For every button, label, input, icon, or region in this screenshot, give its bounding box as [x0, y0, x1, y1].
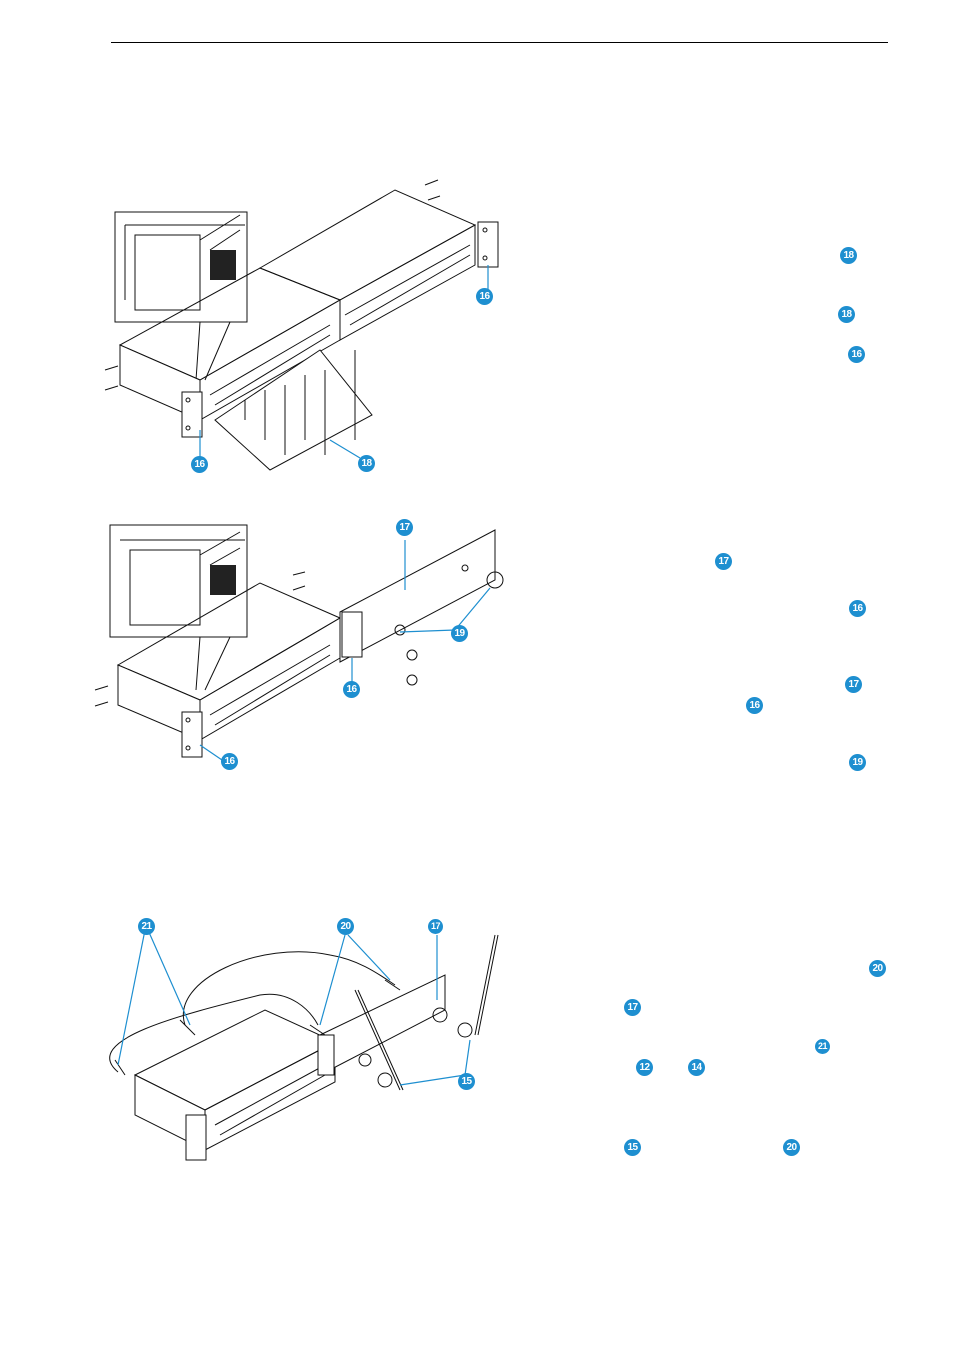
text-ref-badge: 20 [783, 1139, 800, 1156]
callout-18: 18 [358, 455, 375, 472]
text-ref-badge: 16 [746, 697, 763, 714]
text-ref-badge: 16 [849, 600, 866, 617]
callout-21: 21 [138, 918, 155, 935]
callout-17: 17 [396, 519, 413, 536]
callout-16: 16 [191, 456, 208, 473]
text-ref-badge: 14 [688, 1059, 705, 1076]
text-ref-badge: 17 [845, 676, 862, 693]
text-ref-badge: 17 [715, 553, 732, 570]
text-ref-badge: 21 [815, 1039, 830, 1054]
callout-20: 20 [337, 918, 354, 935]
callout-16: 16 [221, 753, 238, 770]
text-ref-badge: 12 [636, 1059, 653, 1076]
text-ref-badge: 20 [869, 960, 886, 977]
text-ref-badge: 17 [624, 999, 641, 1016]
callout-17: 17 [428, 919, 443, 934]
header-rule [111, 42, 888, 43]
text-ref-badge: 15 [624, 1139, 641, 1156]
text-ref-badge: 18 [840, 247, 857, 264]
text-ref-badge: 18 [838, 306, 855, 323]
callout-15: 15 [458, 1073, 475, 1090]
text-ref-badge: 19 [849, 754, 866, 771]
callout-16: 16 [476, 288, 493, 305]
callout-19: 19 [451, 625, 468, 642]
callout-16: 16 [343, 681, 360, 698]
text-ref-badge: 16 [848, 346, 865, 363]
